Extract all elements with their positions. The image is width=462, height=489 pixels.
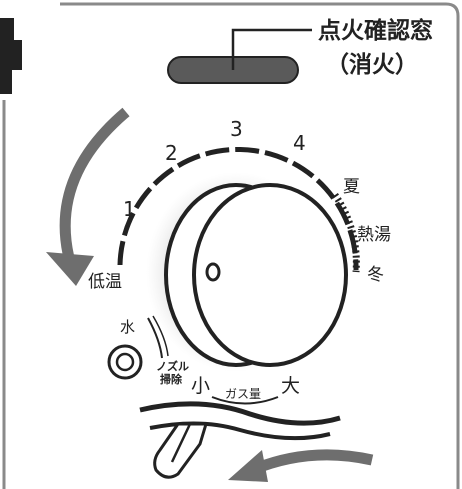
level-label-4: 4 (293, 131, 306, 155)
gas-large-label: 大 (281, 375, 300, 397)
season-scale-ticks (332, 192, 360, 273)
nozzle-cleaning-button-inner (115, 352, 135, 372)
rotate-arrow-bottom (249, 449, 374, 476)
lower-slot-top (139, 401, 341, 426)
callout-line (231, 28, 312, 70)
water-indicator-line (147, 317, 163, 359)
ignition-lever[interactable] (153, 422, 209, 479)
level-label-2: 2 (165, 141, 178, 165)
cleaning-label: 掃除 (160, 372, 183, 386)
gas-small-label: 小 (191, 375, 210, 397)
callout-label-window: 点火確認窓 (318, 17, 433, 44)
knob-indicator (205, 262, 221, 282)
level-label-1: 1 (123, 197, 136, 221)
temperature-knob[interactable] (192, 183, 348, 367)
hot-water-label: 熱湯 (357, 225, 391, 245)
water-indicator-line-2 (152, 315, 169, 357)
water-label: 水 (120, 318, 135, 336)
callout-label-extinguish: （消火） (326, 51, 418, 78)
winter-label: 冬 (367, 265, 384, 285)
rotate-arrow-left (59, 107, 130, 264)
panel-edge-piece (0, 18, 22, 94)
level-scale-arc (117, 146, 359, 271)
rotate-arrow-left-head (46, 252, 94, 286)
gas-amount-scale (211, 396, 279, 405)
summer-label: 夏 (343, 177, 360, 197)
gas-amount-label: ガス量 (225, 387, 261, 401)
low-temp-label: 低温 (88, 272, 122, 292)
level-label-3: 3 (230, 117, 243, 141)
rotate-arrow-bottom-head (228, 450, 268, 482)
nozzle-label: ノズル (156, 359, 189, 373)
ignition-lever-edge (170, 423, 192, 463)
